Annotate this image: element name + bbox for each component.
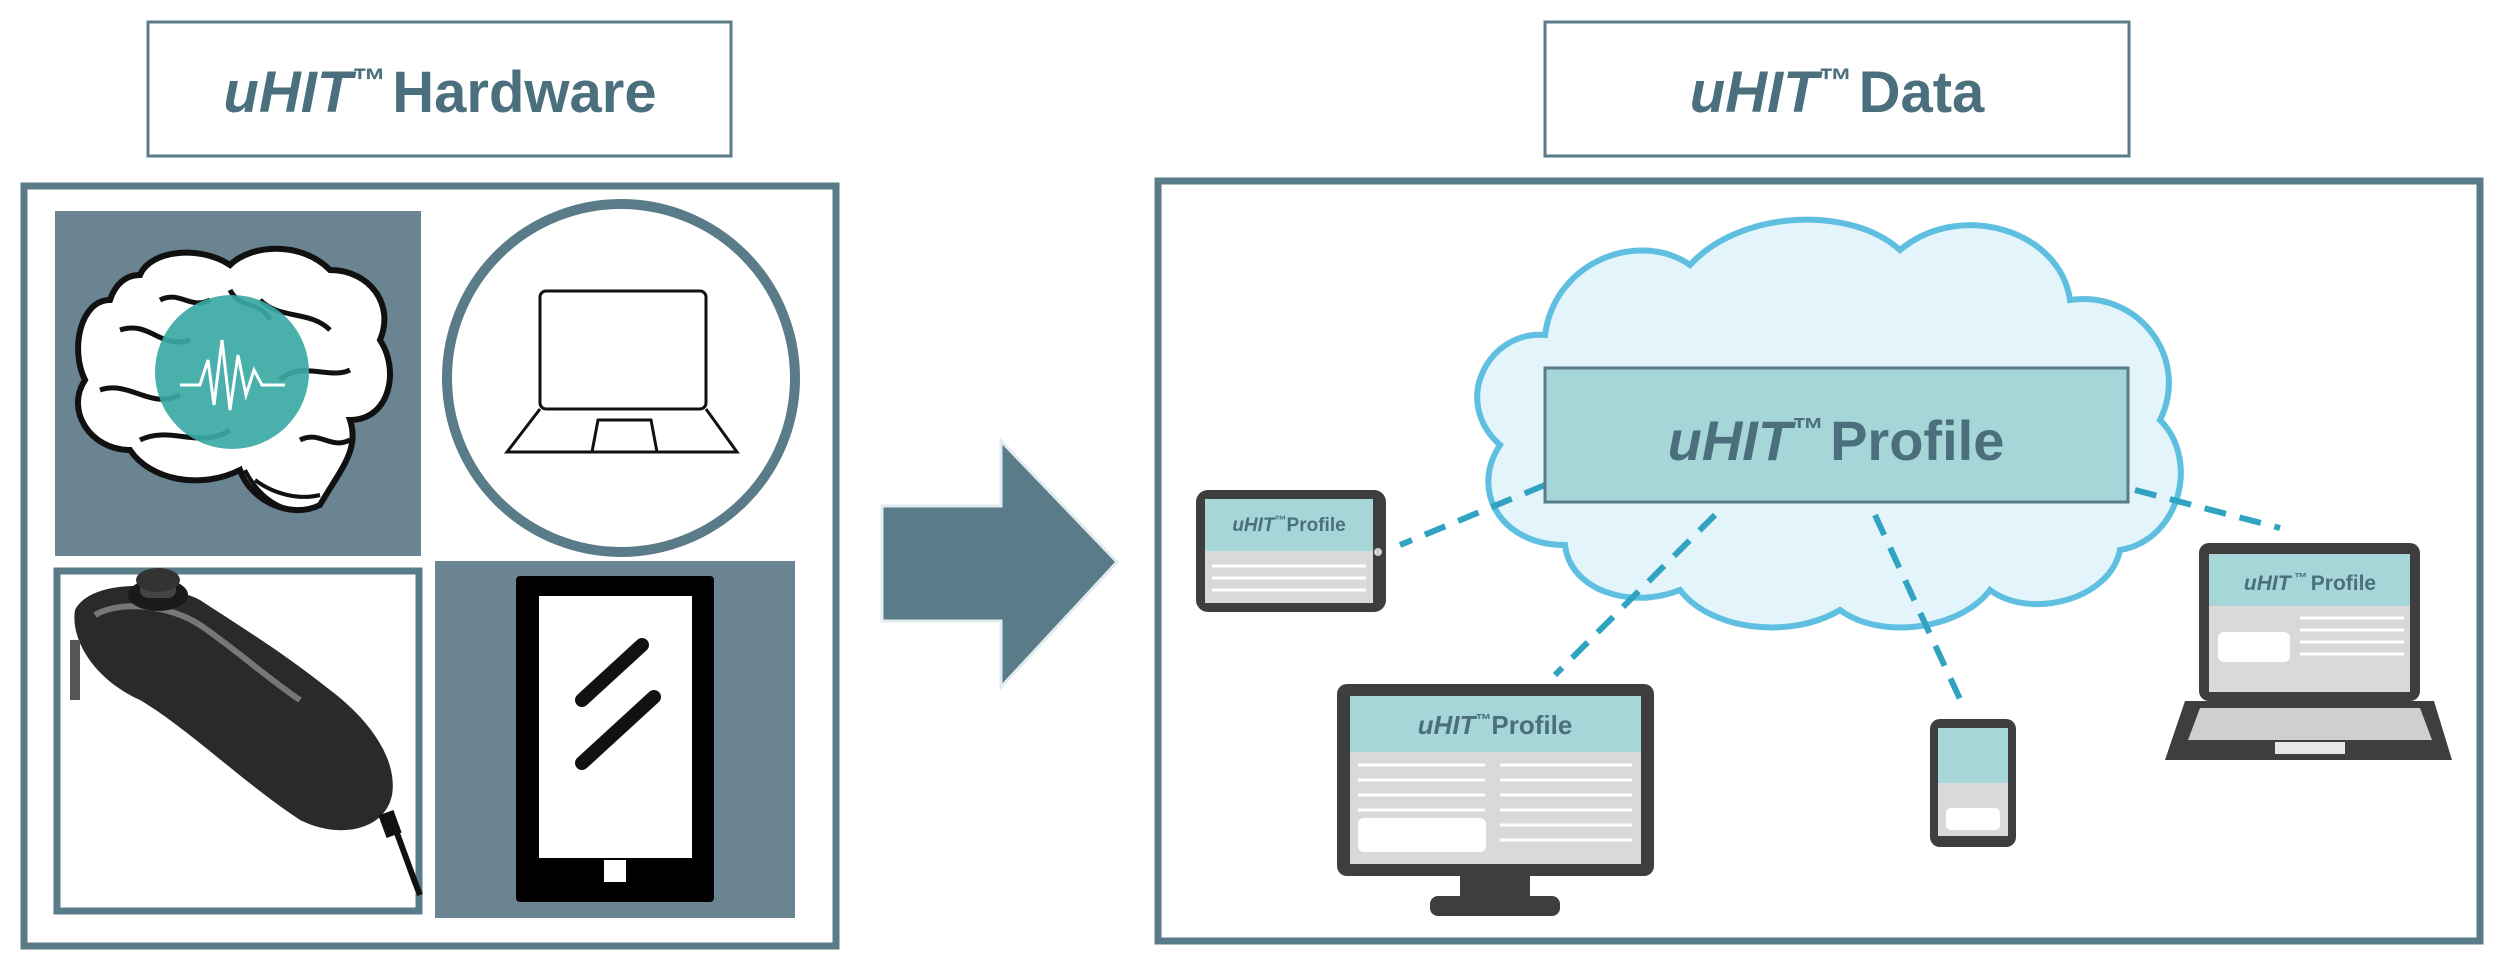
tablet-icon: uHIT™Profile [1196, 490, 1386, 612]
laptop-profile-word: Profile [2311, 572, 2376, 595]
phone-panel [435, 561, 795, 918]
data-title-word: Data [1859, 60, 1985, 125]
controller-panel [53, 567, 423, 915]
connector-laptop [2134, 487, 2281, 531]
connectors [1398, 482, 2281, 712]
data-title-brand: uHIT [1690, 60, 1823, 125]
laptop-profile-brand: uHIT [2244, 572, 2293, 595]
monitor-profile-brand: uHIT [1418, 710, 1478, 740]
cloud-profile-tm: ™ [1792, 411, 1824, 447]
smartphone-icon [516, 576, 714, 902]
tablet-profile-brand: uHIT [1232, 515, 1276, 536]
cloud-profile-word: Profile [1830, 409, 2004, 472]
connector-tablet [1398, 482, 1547, 548]
svg-text:uHIT ™ Profile: uHIT ™ Profile [2244, 570, 2376, 595]
data-title-tm: ™ [1819, 62, 1853, 100]
svg-text:uHIT™Profile: uHIT™Profile [1232, 513, 1345, 536]
brain-eeg-icon [74, 245, 393, 513]
tablet-profile-tm: ™ [1275, 513, 1287, 527]
monitor-icon: uHIT™Profile [1337, 684, 1654, 916]
laptop-circle [442, 199, 800, 557]
brain-panel [55, 211, 421, 556]
monitor-profile-tm: ™ [1475, 712, 1491, 729]
laptop-device-icon: uHIT ™ Profile [2165, 543, 2452, 760]
tablet-profile-word: Profile [1287, 515, 1346, 536]
svg-text:uHIT™Profile: uHIT™Profile [1668, 409, 2005, 472]
laptop-icon [503, 289, 740, 454]
nunchuk-controller-icon [70, 568, 423, 897]
hardware-title-brand: uHIT [223, 60, 356, 125]
hardware-title-word: Hardware [392, 60, 656, 125]
cloud-profile-brand: uHIT [1668, 409, 1797, 472]
small-phone-icon [1930, 719, 2016, 847]
hardware-title-tm: ™ [352, 62, 386, 100]
laptop-profile-tm: ™ [2291, 570, 2311, 585]
monitor-profile-word: Profile [1491, 710, 1572, 740]
svg-text:uHIT™Profile: uHIT™Profile [1418, 710, 1573, 740]
arrow-right-icon [880, 437, 1120, 691]
connector-monitor [1552, 512, 1718, 678]
